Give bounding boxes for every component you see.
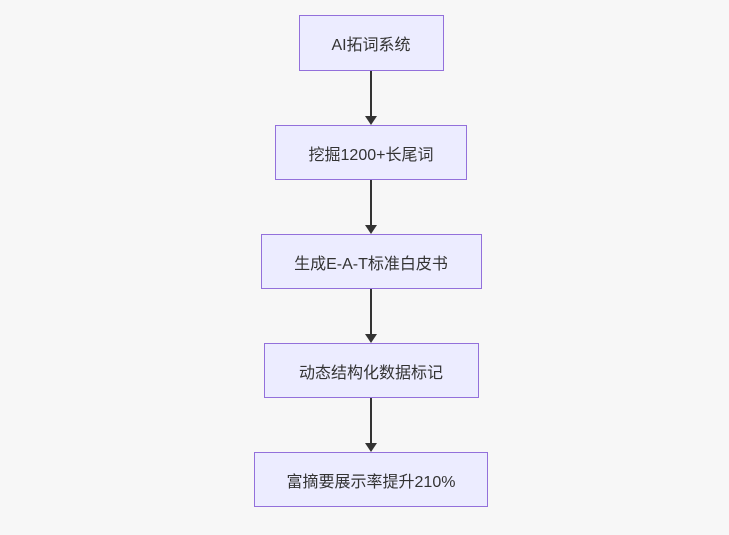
arrowhead-down-icon: [365, 334, 377, 343]
flow-edge-2-3: [365, 180, 377, 234]
edge-line: [370, 180, 372, 226]
flow-node-label: 挖掘1200+长尾词: [308, 146, 434, 164]
flow-edge-4-5: [365, 398, 377, 452]
edge-line: [370, 289, 372, 335]
flow-node-ai-keyword-system: AI拓词系统: [298, 15, 444, 71]
flowchart: AI拓词系统 挖掘1200+长尾词 生成E-A-T标准白皮书 动态结构化数据标记…: [254, 15, 488, 507]
edge-line: [370, 398, 372, 444]
arrowhead-down-icon: [365, 116, 377, 125]
edge-line: [370, 71, 372, 117]
flow-edge-1-2: [365, 71, 377, 125]
flow-node-eat-whitepaper: 生成E-A-T标准白皮书: [260, 234, 482, 289]
flow-node-label: 动态结构化数据标记: [298, 364, 443, 382]
flow-edge-3-4: [365, 289, 377, 343]
flow-node-rich-snippet-result: 富摘要展示率提升210%: [254, 452, 488, 507]
flow-node-longtail-mining: 挖掘1200+长尾词: [275, 125, 467, 180]
flow-node-label: 生成E-A-T标准白皮书: [294, 255, 448, 273]
flow-node-label: AI拓词系统: [331, 37, 411, 54]
arrowhead-down-icon: [365, 225, 377, 234]
arrowhead-down-icon: [365, 443, 377, 452]
flow-node-label: 富摘要展示率提升210%: [286, 473, 456, 491]
flow-node-structured-data-markup: 动态结构化数据标记: [263, 343, 479, 398]
